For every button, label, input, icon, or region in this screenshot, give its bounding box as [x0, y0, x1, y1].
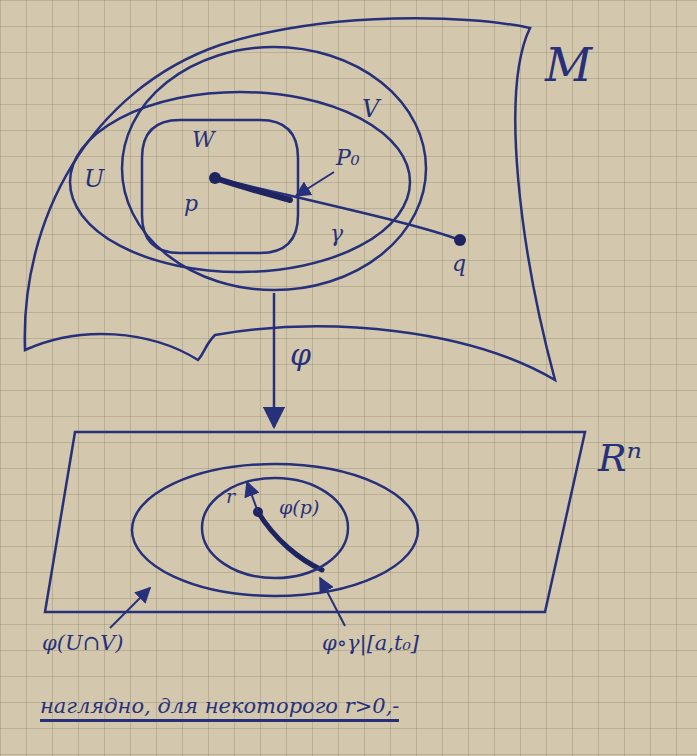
outline-path	[132, 464, 418, 596]
open-set-v: V	[120, 45, 428, 292]
manifold-region: MUWV	[15, 10, 680, 400]
point-name: φ(p)	[279, 497, 319, 518]
image-region: φ(U∩V)φ(p)	[130, 462, 420, 598]
set-name: W	[192, 128, 215, 152]
outline	[140, 118, 300, 255]
restriction-name: φ∘γ|[a,t₀]	[322, 632, 419, 655]
radius-name: r	[226, 486, 235, 507]
outline-path	[25, 18, 555, 380]
outline-path	[70, 92, 410, 272]
gamma-thick-part	[215, 178, 290, 200]
mapping-arrow	[273, 293, 276, 427]
image-leader	[320, 578, 345, 626]
outline-path	[122, 47, 426, 290]
space-name: Rⁿ	[598, 438, 642, 480]
ball-region: φ(p)	[200, 476, 350, 580]
map-name: φ	[290, 338, 311, 371]
outline	[40, 425, 690, 620]
outline-path	[45, 432, 585, 612]
open-set-u: UW	[68, 90, 412, 274]
euclidean-space: Rⁿ φ(U∩V)φ(p)	[40, 425, 690, 620]
path-name: γ	[330, 222, 343, 246]
set-name: U	[84, 166, 104, 192]
manifold-name: M	[545, 40, 592, 91]
set-name: V	[362, 96, 379, 122]
region-leader	[110, 588, 150, 628]
point-name: P₀	[336, 146, 360, 170]
point-q	[454, 234, 466, 246]
caption-note: наглядно, для некоторого r>0,-	[40, 694, 399, 722]
point-name: p	[184, 192, 198, 216]
outline-path	[142, 120, 298, 253]
outline	[68, 90, 412, 274]
outline-path	[202, 478, 348, 578]
outline	[200, 476, 350, 580]
outline	[120, 45, 428, 292]
image-curve	[258, 512, 322, 570]
p0-leader	[296, 172, 334, 196]
region-name: φ(U∩V)	[42, 632, 124, 655]
point-name: q	[452, 252, 466, 276]
radius-line	[247, 482, 258, 512]
point-phi-p	[253, 507, 263, 517]
neighbourhood-w: W	[140, 118, 300, 255]
point-p	[209, 172, 221, 184]
